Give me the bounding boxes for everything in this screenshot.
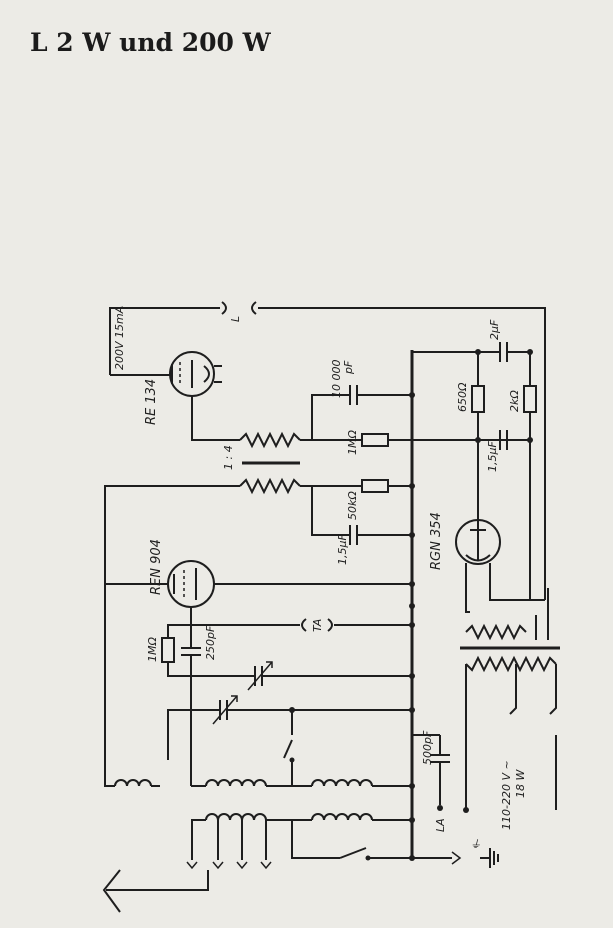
- supply-loop: 200V 15mA L: [109, 301, 546, 600]
- bottom-ground: ⏚: [291, 820, 499, 868]
- ground-symbol: ⏚: [470, 838, 481, 851]
- aerial-arrow: [102, 869, 209, 913]
- c10000-unit: pF: [342, 360, 355, 375]
- ratio-label: 1 : 4: [222, 445, 235, 470]
- variable-capacitors: [167, 661, 412, 760]
- mains-transformer: 110-220 V ~ 18 W: [460, 588, 560, 830]
- c2uf-label: 2μF: [488, 319, 501, 340]
- r1m-left-label: 1MΩ: [146, 637, 159, 662]
- wave-switch: [283, 710, 295, 786]
- l-connector-label: L: [229, 316, 242, 322]
- tube-rgn354: RGN 354: [429, 512, 545, 613]
- c15-right-label: 1,5μF: [486, 441, 499, 472]
- ta-label: TA: [311, 619, 324, 632]
- filter-network: 2μF 650Ω 2kΩ 1,5μF: [412, 319, 537, 600]
- rgn354-label: RGN 354: [429, 512, 444, 570]
- grid-network: 1MΩ 250pF TA: [146, 618, 412, 677]
- tube-re134: RE 134: [144, 351, 240, 441]
- coils: [114, 676, 412, 870]
- page-title: L 2 W und 200 W: [30, 28, 271, 57]
- mains-power-label: 18 W: [514, 769, 527, 798]
- c500-label: 500pF: [421, 730, 434, 765]
- c15-left-label: 1,5μF: [336, 534, 349, 565]
- interstage-transformer: 1 : 4: [104, 431, 301, 787]
- tube-ren904: REN 904: [105, 539, 412, 626]
- mains-voltage-label: 110-220 V ~: [500, 760, 513, 830]
- la-label: LA: [434, 818, 447, 832]
- c10000-label: 10 000: [330, 360, 343, 399]
- c250-label: 250pF: [204, 625, 217, 660]
- r2k-label: 2kΩ: [508, 390, 521, 412]
- r50k-label: 50kΩ: [346, 491, 359, 520]
- r650-label: 650Ω: [456, 382, 469, 412]
- supply-label: 200V 15mA: [113, 306, 126, 370]
- ren904-label: REN 904: [149, 539, 164, 595]
- r1m-top-label: 1MΩ: [346, 430, 359, 455]
- antenna-input: 500pF LA: [412, 730, 469, 832]
- re134-label: RE 134: [144, 379, 159, 425]
